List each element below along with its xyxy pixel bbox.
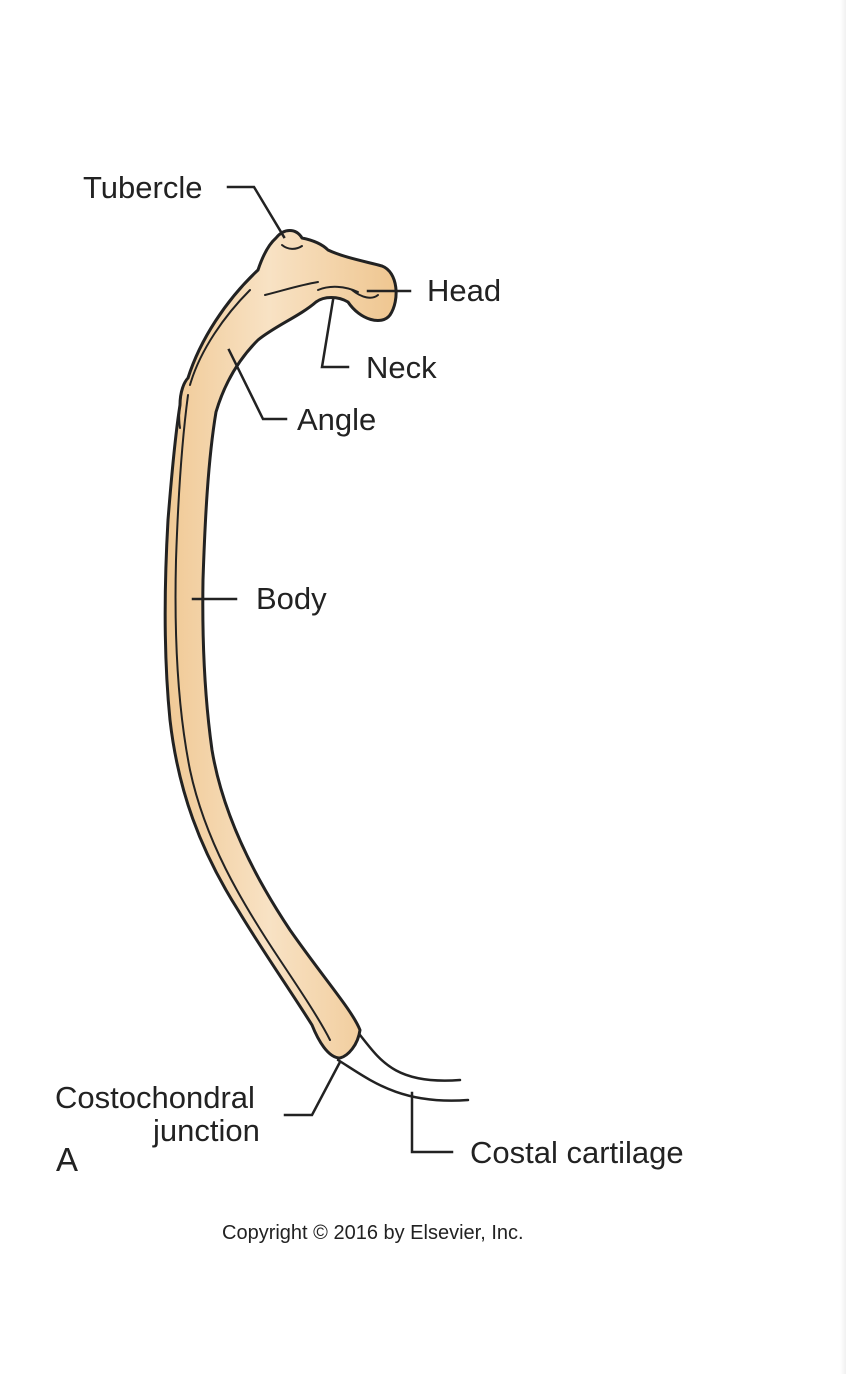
label-tubercle: Tubercle [83, 172, 202, 203]
label-head: Head [427, 275, 501, 306]
label-costochondral-line1: Costochondral [55, 1082, 255, 1113]
tubercle-leader [228, 187, 284, 237]
label-costochondral-line2: junction [153, 1115, 260, 1146]
copyright-notice: Copyright © 2016 by Elsevier, Inc. [222, 1223, 524, 1243]
label-neck: Neck [366, 352, 437, 383]
label-angle: Angle [297, 404, 376, 435]
label-body: Body [256, 583, 327, 614]
costal-cartilage-shape [338, 1035, 468, 1101]
costal-cartilage-leader [412, 1093, 452, 1152]
page-edge [840, 0, 846, 1374]
panel-letter: A [56, 1143, 78, 1176]
label-costal-cartilage: Costal cartilage [470, 1137, 684, 1168]
costochondral-leader [285, 1062, 340, 1115]
rib-bone-shape [165, 231, 396, 1059]
neck-leader [322, 300, 348, 367]
